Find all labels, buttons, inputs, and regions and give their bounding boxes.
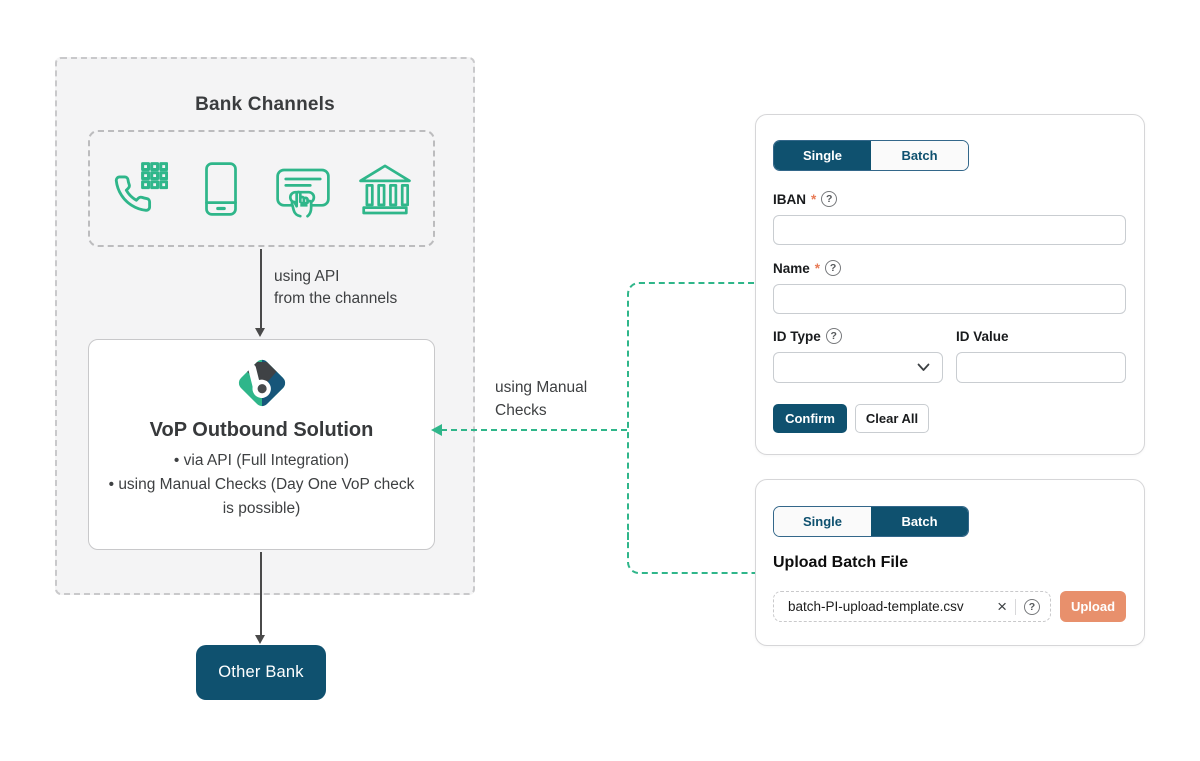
vop-solution-box: VoP Outbound Solution via API (Full Inte… [88,339,435,550]
mobile-phone-icon [204,161,237,216]
vop-bullet: via API (Full Integration) [106,449,418,473]
id-type-label-row: ID Type ? [773,328,842,344]
iban-input[interactable] [773,215,1126,245]
chevron-down-icon [917,363,930,371]
manual-checks-arrow-head [431,424,442,436]
clear-file-icon[interactable]: × [997,597,1007,616]
api-arrow-head [255,328,265,337]
name-label-row: Name * ? [773,260,842,276]
file-help-icon[interactable]: ? [1024,598,1040,615]
other-bank-node: Other Bank [196,645,326,700]
api-arrow-line [260,249,262,328]
name-label: Name [773,260,810,276]
tab-batch[interactable]: Batch [871,141,968,170]
upload-button[interactable]: Upload [1060,591,1126,622]
id-value-label-row: ID Value [956,328,1009,344]
online-banking-touch-icon [275,168,330,218]
vop-bullet: using Manual Checks (Day One VoP check i… [106,473,418,521]
api-label-line1: using API [274,268,340,285]
other-bank-label: Other Bank [218,663,304,681]
id-type-select[interactable] [773,352,943,383]
batch-file-name: batch-PI-upload-template.csv [788,599,964,614]
name-required-marker: * [814,260,821,276]
batch-upload-panel: Single Batch Upload Batch File batch-PI-… [755,479,1145,646]
tab-batch[interactable]: Batch [871,507,968,536]
iban-label: IBAN [773,191,806,207]
phone-keypad-icon [114,161,168,212]
manual-checks-label: using Manual Checks [495,376,587,422]
id-value-label: ID Value [956,328,1009,344]
iban-required-marker: * [811,191,817,207]
iban-help-icon[interactable]: ? [821,191,838,207]
channels-box [88,130,435,247]
other-bank-arrow-line [260,552,262,635]
manual-checks-connector-bottom [627,528,755,574]
bank-channels-title: Bank Channels [195,94,335,115]
name-input[interactable] [773,284,1126,314]
single-check-panel: Single Batch IBAN * ? Name * ? ID Type ?… [755,114,1145,455]
name-help-icon[interactable]: ? [825,260,842,276]
id-type-label: ID Type [773,328,821,344]
manual-checks-label-line2: Checks [495,402,547,419]
vop-logo-icon [235,357,288,409]
single-batch-toggle: Single Batch [773,506,969,537]
manual-checks-connector-branch [441,429,627,431]
bank-branch-icon [358,164,411,214]
vop-bullet-list: via API (Full Integration) using Manual … [106,449,418,521]
manual-checks-label-line1: using Manual [495,379,588,396]
iban-label-row: IBAN * ? [773,191,838,207]
tab-single[interactable]: Single [774,141,871,170]
upload-batch-file-heading: Upload Batch File [773,554,909,571]
single-batch-toggle: Single Batch [773,140,969,171]
confirm-button[interactable]: Confirm [773,404,847,433]
tab-single[interactable]: Single [774,507,871,536]
clear-all-button[interactable]: Clear All [855,404,929,433]
id-value-input[interactable] [956,352,1126,383]
vop-title: VoP Outbound Solution [149,419,374,441]
filebox-divider [1015,598,1016,615]
other-bank-arrow-head [255,635,265,644]
batch-file-input[interactable]: batch-PI-upload-template.csv × ? [773,591,1051,622]
api-arrow-label: using API from the channels [274,266,397,310]
manual-checks-connector-top [627,282,755,327]
id-type-help-icon[interactable]: ? [825,328,842,344]
api-label-line2: from the channels [274,290,398,307]
manual-checks-connector-vertical [627,320,629,540]
